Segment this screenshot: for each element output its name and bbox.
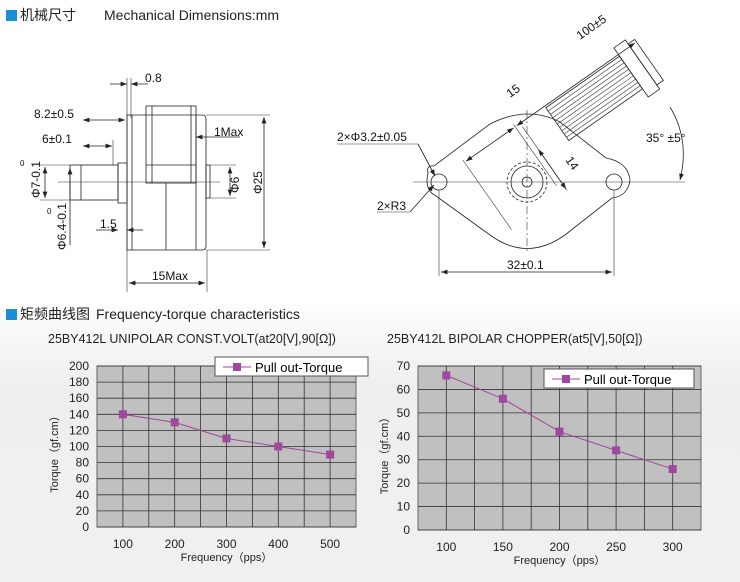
data-point — [170, 418, 179, 427]
x-tick-label: 100 — [436, 540, 456, 554]
x-tick-label: 100 — [113, 537, 133, 551]
data-point — [326, 450, 335, 459]
dim-boss-length: 1.5 — [100, 217, 117, 231]
dim-gear-length: 6±0.1 — [42, 132, 72, 146]
chart-unipolar: 25BY412L UNIPOLAR CONST.VOLT(at20[V],90[… — [48, 332, 369, 564]
section-marker-icon — [6, 308, 17, 320]
y-tick-label: 60 — [397, 382, 411, 396]
y-tick-label: 30 — [397, 453, 411, 467]
dim-cable-angle: 35° ±5° — [646, 131, 686, 145]
y-tick-label: 0 — [403, 523, 410, 537]
section-title-cn: 矩频曲线图 — [20, 306, 90, 322]
x-tick-label: 150 — [493, 540, 513, 554]
dim-back-boss-diameter: Φ6 — [228, 176, 242, 193]
y-tick-label: 40 — [397, 429, 411, 443]
dim-back-boss: 1Max — [214, 125, 243, 139]
dim-cable-width: 14 — [563, 154, 582, 173]
dim-boss-diameter: Φ6.4-0.1 — [55, 203, 69, 250]
section-title-en: Frequency-torque characteristics — [96, 306, 300, 322]
dim-tolerance: 0 — [20, 159, 25, 168]
data-point — [274, 442, 283, 451]
dim-body-length: 15Max — [152, 269, 188, 283]
y-axis-label: Torque（gf.cm） — [48, 410, 61, 493]
section-title-cn: 机械尺寸 — [20, 7, 76, 23]
dim-tolerance: 0 — [47, 207, 52, 216]
y-tick-label: 40 — [76, 488, 90, 502]
y-tick-label: 20 — [76, 504, 90, 518]
legend-box — [214, 356, 369, 377]
y-tick-label: 0 — [82, 520, 89, 534]
x-tick-label: 300 — [663, 540, 683, 554]
data-point — [498, 394, 507, 403]
section-title-en: Mechanical Dimensions:mm — [104, 7, 280, 23]
y-tick-label: 160 — [69, 391, 89, 405]
chart-bipolar: 25BY412L BIPOLAR CHOPPER(at5[V],50[Ω]) 0 1… — [378, 332, 702, 567]
y-tick-label: 100 — [69, 440, 89, 454]
x-tick-label: 400 — [268, 537, 288, 551]
legend-marker — [233, 363, 241, 371]
dim-hole-spacing: 32±0.1 — [507, 258, 544, 272]
data-point — [555, 427, 564, 436]
y-tick-label: 140 — [69, 407, 89, 421]
y-tick-label: 70 — [397, 359, 411, 373]
dim-flange-thickness: 0.8 — [145, 71, 162, 85]
y-tick-label: 10 — [397, 500, 411, 514]
x-tick-label: 300 — [216, 537, 236, 551]
front-view: 100±5 15 2×Φ3.2±0.05 14 35° ±5° 2×R3 32±… — [337, 12, 686, 276]
y-tick-label: 20 — [397, 476, 411, 490]
data-point — [668, 465, 677, 474]
x-axis-label: Frequency（pps） — [181, 551, 273, 564]
chart-title: 25BY412L UNIPOLAR CONST.VOLT(at20[V],90[… — [48, 332, 336, 346]
data-point — [118, 410, 127, 419]
y-tick-label: 60 — [76, 472, 90, 486]
x-tick-label: 200 — [165, 537, 185, 551]
section-marker-icon — [6, 9, 17, 21]
legend-label: Pull out-Torque — [255, 360, 342, 375]
legend-marker — [562, 375, 570, 383]
y-tick-label: 120 — [69, 423, 89, 437]
legend-box — [543, 368, 695, 389]
data-point — [222, 434, 231, 443]
mechanical-drawing: 0.8 8.2±0.5 6±0.1 1Max Φ7-0.1 0 Φ6 Φ25 Φ… — [20, 12, 686, 292]
x-tick-label: 500 — [320, 537, 340, 551]
section-header-mechanical: 机械尺寸 Mechanical Dimensions:mm — [6, 5, 279, 25]
section-header-frequency: 矩频曲线图 Frequency-torque characteristics — [6, 304, 300, 324]
dim-shaft-length: 8.2±0.5 — [34, 107, 74, 121]
dim-gear-diameter: Φ7-0.1 — [29, 161, 43, 198]
y-axis-label: Torque（gf.cm） — [378, 412, 391, 495]
x-tick-label: 250 — [606, 540, 626, 554]
y-tick-label: 200 — [69, 359, 89, 373]
data-point — [442, 371, 451, 380]
y-tick-label: 50 — [397, 406, 411, 420]
y-tick-label: 180 — [69, 375, 89, 389]
y-tick-label: 80 — [76, 456, 90, 470]
dim-lobe-radius: 2×R3 — [377, 199, 406, 213]
legend-label: Pull out-Torque — [584, 372, 671, 387]
x-axis-label: Frequency（pps） — [514, 554, 606, 567]
x-tick-label: 200 — [549, 540, 569, 554]
chart-title: 25BY412L BIPOLAR CHOPPER(at5[V],50[Ω]) — [387, 332, 643, 346]
dim-cable-length: 100±5 — [574, 12, 610, 43]
dim-cable-offset: 15 — [504, 81, 523, 100]
dim-mounting-hole: 2×Φ3.2±0.05 — [337, 130, 407, 144]
dim-body-diameter: Φ25 — [251, 171, 265, 194]
data-point — [612, 446, 621, 455]
side-view: 0.8 8.2±0.5 6±0.1 1Max Φ7-0.1 0 Φ6 Φ25 Φ… — [20, 71, 270, 292]
